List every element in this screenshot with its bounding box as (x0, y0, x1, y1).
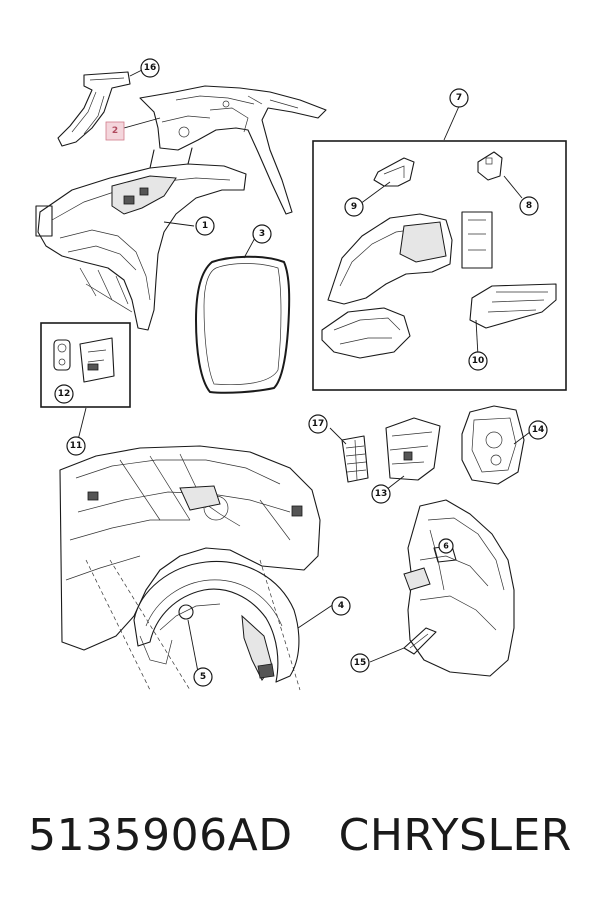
trunk-area (403, 499, 515, 677)
callout-2-label: 2 (112, 126, 118, 136)
callout-16[interactable]: 16 (140, 58, 160, 78)
callout-15-label: 15 (354, 658, 367, 668)
callout-14[interactable]: 14 (528, 420, 548, 440)
callout-9-label: 9 (351, 202, 357, 212)
callout-11[interactable]: 11 (66, 436, 86, 456)
brand-name: CHRYSLER (338, 809, 572, 861)
callout-3-label: 3 (259, 229, 265, 239)
callout-10[interactable]: 10 (468, 351, 488, 371)
callout-12-label: 12 (58, 389, 71, 399)
callout-6[interactable]: 6 (438, 538, 454, 554)
group-box-7 (312, 140, 567, 391)
part-caption: 5135906AD CHRYSLER (0, 795, 600, 875)
part-14-lamp-housing (461, 405, 525, 485)
callout-12[interactable]: 12 (54, 384, 74, 404)
callout-17[interactable]: 17 (308, 414, 328, 434)
part-16-bracket (57, 71, 131, 147)
leader-lines (77, 69, 531, 673)
callout-6-label: 6 (443, 542, 449, 551)
callout-10-label: 10 (472, 356, 485, 366)
vehicle-rear-body (59, 445, 321, 691)
callout-4-label: 4 (338, 601, 344, 611)
callout-17-label: 17 (312, 419, 325, 429)
part-3-weatherstrip (195, 255, 291, 394)
part-4-wheelhouse-liner (133, 560, 300, 683)
upper-quarter-inner-panel (139, 85, 327, 215)
part-1-quarter-panel (35, 147, 247, 331)
callout-7[interactable]: 7 (449, 88, 469, 108)
callout-4[interactable]: 4 (331, 596, 351, 616)
callout-9[interactable]: 9 (344, 197, 364, 217)
part-13-panel (385, 417, 441, 481)
callout-13[interactable]: 13 (371, 484, 391, 504)
callout-8-label: 8 (526, 201, 532, 211)
parts-diagram: 16 2 1 3 7 9 8 10 12 11 17 13 (35, 58, 567, 691)
callout-15[interactable]: 15 (350, 653, 370, 673)
callout-8[interactable]: 8 (519, 196, 539, 216)
callout-5-label: 5 (200, 672, 206, 682)
callout-3[interactable]: 3 (252, 224, 272, 244)
part-17-vent (341, 435, 369, 483)
part-number: 5135906AD (28, 809, 293, 861)
callout-11-label: 11 (70, 441, 83, 451)
callout-1[interactable]: 1 (195, 216, 215, 236)
callout-16-label: 16 (144, 63, 157, 73)
callout-7-label: 7 (456, 93, 462, 103)
callout-2[interactable]: 2 (105, 121, 125, 141)
callout-13-label: 13 (375, 489, 388, 499)
group-box-12 (40, 322, 131, 408)
callout-1-label: 1 (202, 221, 208, 231)
callout-5[interactable]: 5 (193, 667, 213, 687)
callout-14-label: 14 (532, 425, 545, 435)
